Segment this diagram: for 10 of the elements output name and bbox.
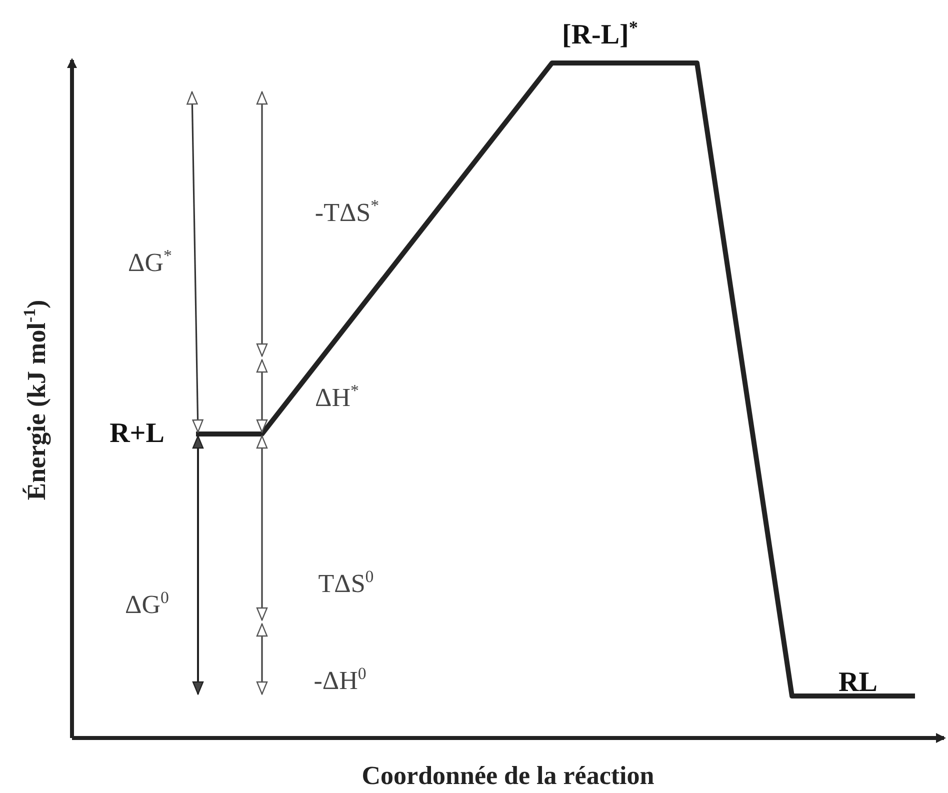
quantity-label: ΔH$^{*}$	[315, 383, 359, 411]
axis-title: Coordonnée de la réaction	[362, 763, 654, 789]
quantity-label: -TΔS$^{*}$	[314, 198, 380, 226]
quantity-label: ΔG$^{*}$	[128, 248, 172, 276]
state-label: RL	[838, 669, 878, 697]
state-label: [R-L]$^{*}$	[562, 18, 638, 50]
quantity-label: TΔS$^{0}$	[318, 569, 374, 597]
state-label: R+L	[110, 420, 164, 448]
quantity-label: ΔG$^{0}$	[125, 590, 169, 618]
quantity-label: -ΔH$^{0}$	[314, 666, 366, 694]
